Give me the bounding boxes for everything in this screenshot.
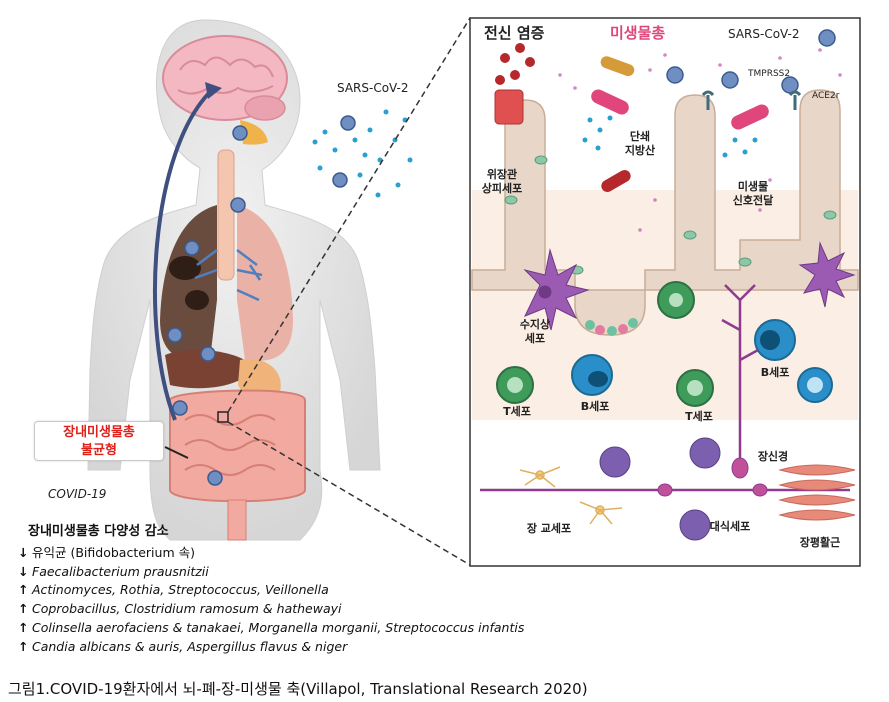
lungs bbox=[160, 205, 293, 361]
bacteria bbox=[494, 43, 769, 192]
neuron-bodies bbox=[657, 457, 768, 497]
macrophage-label: 대식세포 bbox=[709, 520, 751, 533]
ace2-receptors bbox=[701, 90, 802, 110]
scfa-dots bbox=[582, 115, 758, 158]
arrow-head bbox=[205, 82, 222, 99]
microbe-dots bbox=[558, 48, 842, 232]
epithelium-label: 위장관 상피세포 bbox=[481, 168, 523, 195]
list-item: ↑Actinomyces, Rothia, Streptococcus, Vei… bbox=[18, 581, 524, 600]
arrow-icon: ↓ bbox=[18, 545, 29, 560]
virus-particles bbox=[167, 115, 356, 486]
list-item: ↑Coprobacillus, Clostridium ramosum & ha… bbox=[18, 600, 524, 619]
microbial-signaling-label: 미생물 신호전달 bbox=[732, 180, 774, 207]
arrow-icon: ↓ bbox=[18, 563, 29, 579]
dysbiosis-line2: 불균형 bbox=[81, 443, 117, 458]
glia-cells bbox=[519, 466, 623, 525]
zoom-line-top bbox=[227, 17, 471, 413]
dendritic-cell-right bbox=[798, 241, 856, 308]
b-cell-right bbox=[754, 319, 833, 403]
macrophages bbox=[599, 437, 721, 541]
t-cell-label-2: T세포 bbox=[685, 410, 713, 423]
liver bbox=[165, 349, 255, 389]
zoom-line-bottom bbox=[227, 421, 471, 566]
zoom-marker bbox=[217, 411, 229, 423]
dysbiosis-pointer bbox=[164, 446, 189, 459]
smooth-muscle bbox=[778, 464, 856, 521]
diversity-list-title: 장내미생물총 다양성 감소 bbox=[28, 524, 169, 539]
list-item: ↓유익균 (Bifidobacterium 속) bbox=[18, 544, 524, 563]
virus-label-left: SARS-CoV-2 bbox=[337, 81, 409, 95]
virus-label-right: SARS-CoV-2 bbox=[728, 27, 800, 41]
dendritic-cell bbox=[523, 248, 590, 331]
brain bbox=[162, 35, 288, 121]
bacteria-change-list: ↓유익균 (Bifidobacterium 속) ↓Faecalibacteri… bbox=[18, 544, 524, 656]
ace2r-label: ACE2r bbox=[812, 91, 840, 101]
dysbiosis-line1: 장내미생물총 bbox=[63, 425, 135, 440]
tmprss2-label: TMPRSS2 bbox=[748, 69, 791, 79]
b-cell-label-1: B세포 bbox=[580, 400, 610, 413]
enteric-nerve-label: 장신경 bbox=[757, 450, 789, 463]
smooth-muscle-label: 장평활근 bbox=[799, 536, 841, 549]
arrow-icon: ↑ bbox=[18, 638, 29, 654]
arrow-icon: ↑ bbox=[18, 582, 29, 598]
figure-caption: 그림1.COVID-19환자에서 뇌-폐-장-미생물 축(Villapol, T… bbox=[8, 680, 588, 698]
microbiota-title: 미생물총 bbox=[610, 24, 666, 42]
human-body bbox=[87, 19, 381, 541]
covid-label: COVID-19 bbox=[48, 487, 107, 501]
crypt-cells bbox=[585, 318, 638, 336]
t-cell-label-1: T세포 bbox=[503, 405, 531, 418]
trachea bbox=[217, 149, 235, 281]
intestines bbox=[169, 389, 306, 541]
gut-brain-axis-arrow bbox=[153, 88, 214, 421]
t-cell-mid bbox=[676, 369, 714, 407]
dysbiosis-box: 장내미생물총 불균형 bbox=[34, 421, 164, 461]
t-cell-center bbox=[657, 281, 695, 319]
t-cell-left bbox=[496, 366, 534, 404]
aerosol-droplets bbox=[312, 109, 413, 198]
list-item: ↓Faecalibacterium prausnitzii bbox=[18, 563, 524, 582]
arrow-icon: ↑ bbox=[18, 619, 29, 635]
b-cell-left bbox=[571, 354, 613, 396]
scfa-label: 단쇄 지방산 bbox=[624, 130, 656, 157]
list-item: ↑Candia albicans & auris, Aspergillus fl… bbox=[18, 638, 524, 657]
stomach bbox=[238, 359, 281, 400]
systemic-inflammation-title: 전신 염증 bbox=[484, 24, 545, 42]
arrow-icon: ↑ bbox=[18, 601, 29, 617]
dendritic-cell-label: 수지상 세포 bbox=[519, 318, 551, 345]
glia-label: 장 교세포 bbox=[526, 522, 572, 535]
right-viruses bbox=[666, 29, 836, 94]
list-item: ↑Colinsella aerofaciens & tanakaei, Morg… bbox=[18, 619, 524, 638]
nasal-passage bbox=[240, 120, 268, 145]
b-cell-label-2: B세포 bbox=[760, 366, 790, 379]
